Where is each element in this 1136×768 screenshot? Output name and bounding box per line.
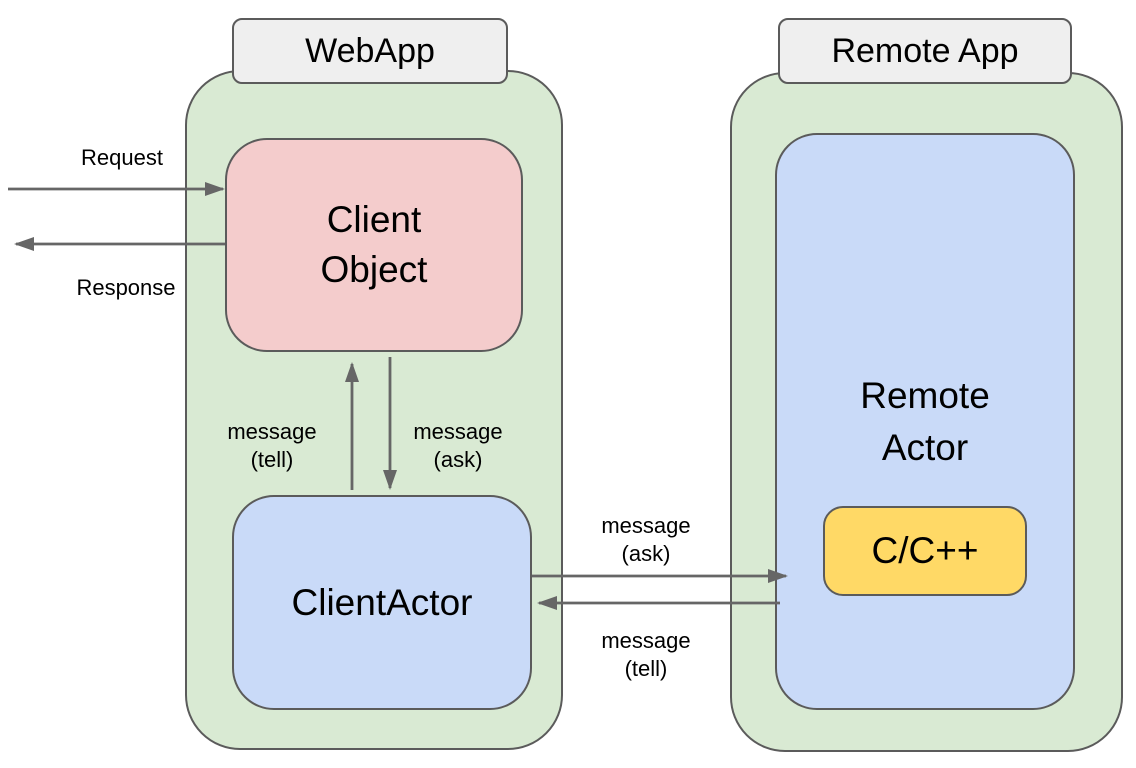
c-cpp-node: C/C++ [823,506,1027,596]
message-tell-vertical-label: message (tell) [227,419,317,472]
client-actor-node: ClientActor [232,495,532,710]
remote-app-title: Remote App [831,31,1019,70]
client-actor-label: ClientActor [291,581,473,623]
client-object-label: Client Object [320,199,428,290]
message-tell-horizontal-label: message (tell) [601,628,691,681]
message-ask-vertical-label: message (ask) [413,419,503,472]
webapp-title: WebApp [305,31,435,70]
remote-actor-label: Remote Actor [860,374,990,468]
webapp-title-tab: WebApp [232,18,508,84]
client-object-node: Client Object [225,138,523,352]
remote-app-title-tab: Remote App [778,18,1072,84]
response-label: Response [76,275,176,300]
c-cpp-label: C/C++ [871,530,979,571]
remote-actor-node: Remote Actor [775,133,1075,710]
request-label: Request [81,145,163,170]
message-ask-horizontal-label: message (ask) [601,513,691,566]
